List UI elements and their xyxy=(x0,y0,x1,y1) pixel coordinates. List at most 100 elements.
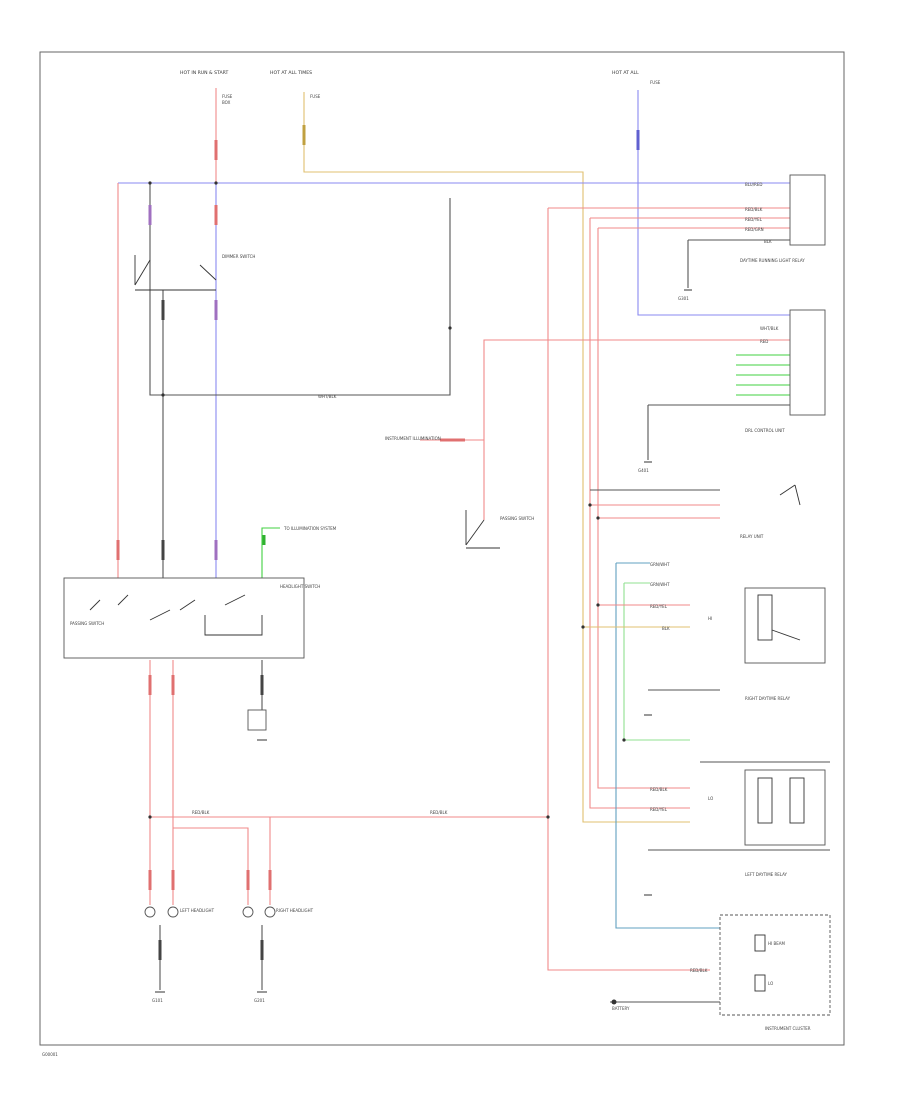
wire-red-right-f xyxy=(589,218,690,809)
wire-blue-right-fuse xyxy=(637,90,790,316)
wire-red-bottom-horiz-b xyxy=(173,827,249,905)
splice-8 xyxy=(596,516,600,520)
right-headlight-bulb xyxy=(242,906,254,918)
right-daytime-relay-box xyxy=(744,587,826,664)
left-daytime-relay-box xyxy=(744,769,826,846)
label-illum-panel: INSTRUMENT ILLUMINATION xyxy=(385,436,441,441)
passing-switch-blade xyxy=(465,519,485,546)
headlight-switch-box xyxy=(63,577,305,659)
daytime-relay-box xyxy=(789,174,826,246)
splice-12 xyxy=(611,999,617,1005)
passing-switch-mid xyxy=(465,510,500,549)
cluster-indicators xyxy=(754,934,766,992)
hs-contact-e xyxy=(224,594,246,606)
wire-teal-b xyxy=(615,563,720,929)
tag-blue-top: BLU/RED xyxy=(745,182,762,187)
label-fuse-a: FUSE xyxy=(222,94,233,99)
label-drl-control: DRL CONTROL UNIT xyxy=(745,428,785,433)
cluster-indicator-a xyxy=(754,934,766,952)
instrument-cluster-box xyxy=(719,914,831,1016)
tag-red-a: RED/BLK xyxy=(745,207,763,212)
tag-red-cluster: RED/BLK xyxy=(690,968,708,973)
hs-contact-b xyxy=(117,594,129,606)
splice-11 xyxy=(622,738,626,742)
wire-black-switch xyxy=(149,183,451,396)
relay-unit-blade xyxy=(779,484,796,496)
label-right-daytime-relay: RIGHT DAYTIME RELAY xyxy=(745,696,791,701)
tag-teal: GRN/WHT xyxy=(650,562,670,567)
connector-stubs xyxy=(116,125,640,960)
wire-yellow-top xyxy=(303,92,690,823)
label-relay-unit: RELAY UNIT xyxy=(740,534,764,539)
label-hot-run: HOT IN RUN & START xyxy=(180,70,228,76)
splice-5 xyxy=(546,815,550,819)
drl-control-box xyxy=(789,309,826,416)
tag-red-b: RED/YEL xyxy=(745,217,763,222)
label-hot-at-all-times: HOT AT ALL TIMES xyxy=(270,70,312,76)
figure-number: G00001 xyxy=(42,1052,58,1057)
label-battery: BATTERY xyxy=(612,1006,630,1011)
label-hi: HI xyxy=(708,616,712,621)
headlight-switch-contacts xyxy=(89,594,263,636)
label-daytime-relay: DAYTIME RUNNING LIGHT RELAY xyxy=(740,258,805,263)
tag-red-bottom-b: RED/BLK xyxy=(192,810,210,815)
wires xyxy=(117,88,830,1003)
splice-3 xyxy=(448,326,452,330)
left-headlight-bulb-b xyxy=(167,906,179,918)
dimmer-switch-top xyxy=(134,255,217,291)
label-right-headlight: RIGHT HEADLIGHT xyxy=(276,908,314,913)
splice-10 xyxy=(596,603,600,607)
label-passing-switch: PASSING SWITCH xyxy=(70,621,104,626)
label-lo: LO xyxy=(708,796,713,801)
tag-red-relay-b: RED/BLK xyxy=(650,787,668,792)
left-relay-internals xyxy=(757,777,805,824)
ground-symbols xyxy=(155,289,692,993)
label-fuse-right: FUSE xyxy=(650,80,661,85)
wire-green-illum xyxy=(261,527,280,578)
tag-wht-blk-mid: WHT/BLK xyxy=(318,394,337,399)
hs-contact-c xyxy=(149,609,171,621)
label-lo-indicator: LO xyxy=(768,981,773,986)
label-fuse-c: FUSE xyxy=(310,94,321,99)
wire-red-right-e xyxy=(597,228,690,789)
wire-tags: BLU/RED RED/BLK RED/YEL RED/GRN BLK WHT/… xyxy=(192,182,779,973)
label-passing-switch-mid: PASSING SWITCH xyxy=(500,516,534,521)
tag-red-c: RED/GRN xyxy=(745,227,764,232)
right-headlight-bulb-b xyxy=(264,906,276,918)
label-ground-g2: G201 xyxy=(254,998,265,1003)
tag-blk-relay: BLK xyxy=(662,626,670,631)
tag-red-relay-c: RED/YEL xyxy=(650,807,668,812)
label-ground-g4: G401 xyxy=(638,468,649,473)
left-relay-coil-b xyxy=(789,777,805,824)
splice-1 xyxy=(148,181,152,185)
right-relay-internals xyxy=(757,594,801,641)
tag-red: RED xyxy=(760,339,768,344)
tag-red-relay: RED/YEL xyxy=(650,604,668,609)
left-relay-coil-a xyxy=(757,777,773,824)
splice-dots xyxy=(148,181,626,1005)
splice-9 xyxy=(581,625,585,629)
tag-green: GRN/WHT xyxy=(650,582,670,587)
relay-unit-switch xyxy=(779,484,801,506)
label-illum-branch: TO ILLUMINATION SYSTEM xyxy=(283,526,337,531)
label-dimmer-switch: DIMMER SWITCH xyxy=(222,254,255,259)
top-power-labels: HOT IN RUN & START HOT AT ALL TIMES HOT … xyxy=(180,70,661,105)
label-left-headlight: LEFT HEADLIGHT xyxy=(180,908,215,913)
dimmer-switch-top-right-blade xyxy=(199,264,217,281)
wire-red-right-b xyxy=(547,208,710,971)
dimmer-switch-top-blade xyxy=(134,259,151,286)
label-hi-beam: HI BEAM xyxy=(768,941,785,946)
wire-red-passing xyxy=(483,339,790,440)
tag-red-bottom: RED/BLK xyxy=(430,810,448,815)
left-headlight xyxy=(144,906,179,918)
splice-2 xyxy=(214,181,218,185)
tag-wht-blk: WHT/BLK xyxy=(760,326,779,331)
splice-6 xyxy=(148,815,152,819)
right-relay-coil xyxy=(757,594,773,641)
tag-blk-a: BLK xyxy=(764,239,772,244)
hs-contact-d xyxy=(179,599,196,611)
right-relay-arm xyxy=(771,629,801,641)
label-left-daytime-relay: LEFT DAYTIME RELAY xyxy=(745,872,788,877)
label-hot-at-all-right: HOT AT ALL xyxy=(612,70,639,76)
